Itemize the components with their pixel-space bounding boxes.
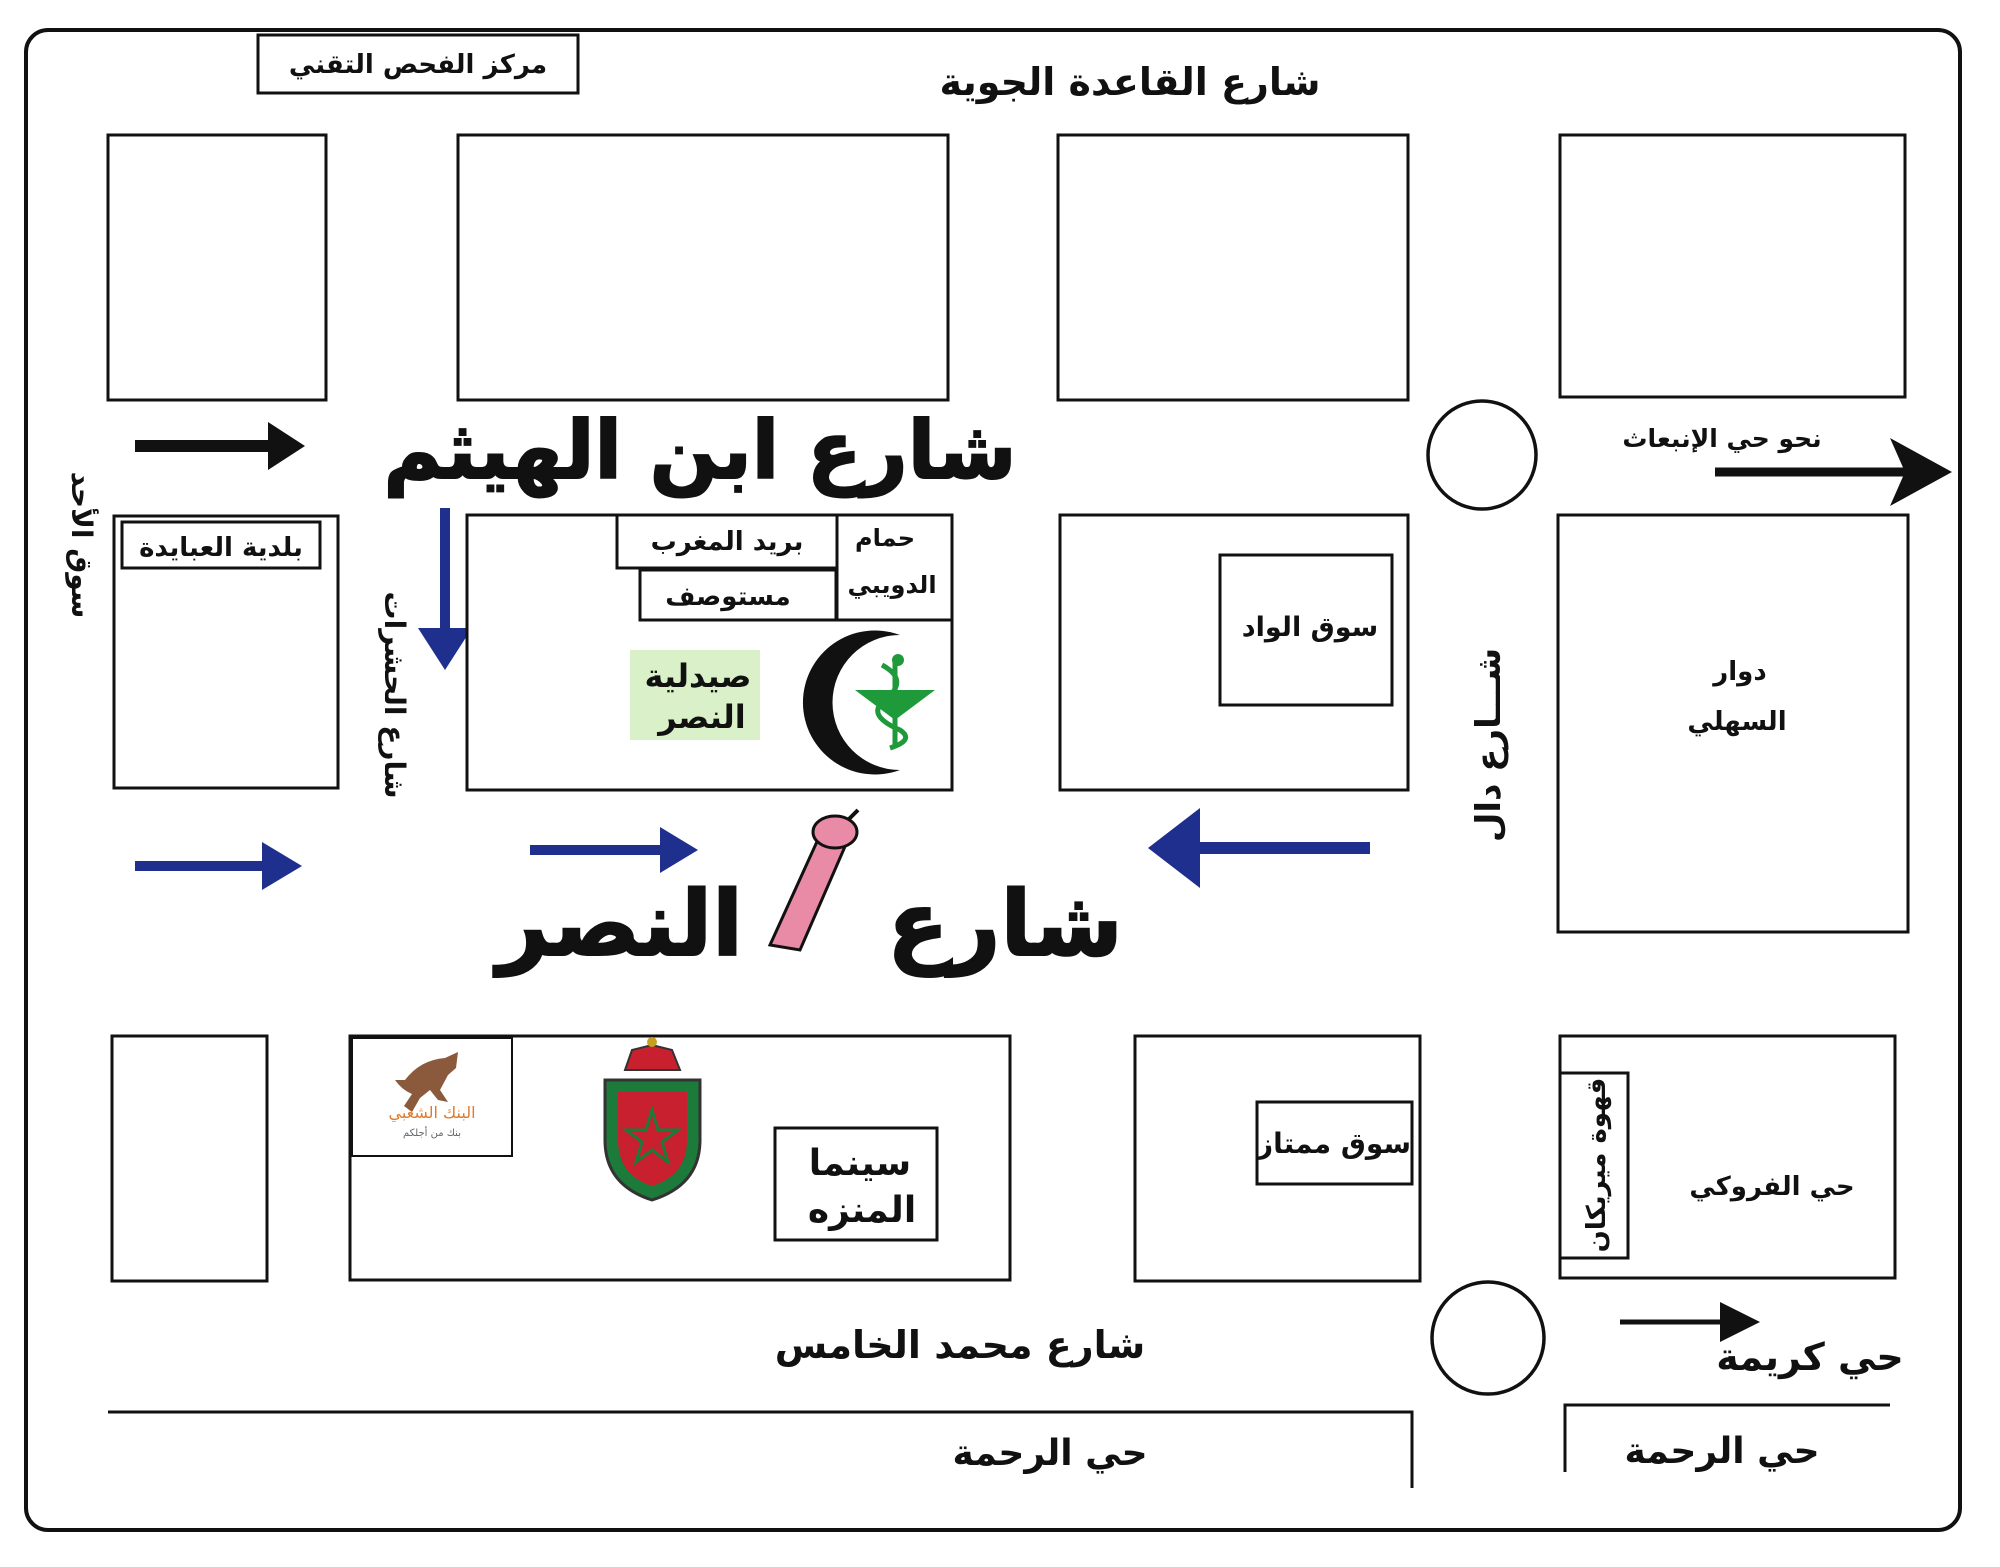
clinic-box: [638, 568, 838, 622]
pharmacy-label-1: صيدلية: [645, 657, 752, 695]
baladiya-label: بلدية العبايدة: [139, 533, 303, 563]
arrow-right-blue-1-icon: [135, 842, 302, 890]
arrow-right-karima-icon: [1620, 1302, 1760, 1342]
arrow-left-blue-icon: [1148, 808, 1370, 888]
hammam-label-1: حمام: [855, 524, 915, 552]
street-nasr-label-1: شارع: [887, 872, 1123, 977]
map-frame: [24, 28, 1962, 1532]
street-airbase-label: شارع القاعدة الجوية: [939, 60, 1320, 104]
block-top-4: [1558, 133, 1907, 399]
pharmacy-crescent-icon: [802, 630, 935, 775]
souk-wad-label: سوق الواد: [1242, 612, 1378, 643]
arrow-right-black-icon: [135, 422, 305, 470]
street-nasr-label-2: النصر: [493, 872, 743, 977]
rahma-label-1: حي الرحمة: [952, 1433, 1147, 1474]
hammam-box: [835, 513, 954, 622]
barid-label: بريد المغرب: [651, 527, 804, 557]
roundabout-top: [1426, 399, 1538, 511]
douar-label-2: السهلي: [1687, 707, 1786, 737]
block-top-1: [106, 133, 328, 402]
police-emblem-icon: [603, 1037, 702, 1202]
farouki-label: حي الفروكي: [1689, 1172, 1854, 1202]
cafe-box: [1558, 1071, 1630, 1260]
street-dal-label: شـــارع دال: [1469, 648, 1509, 842]
pharmacy-label-2: النصر: [656, 698, 745, 736]
baladiya-box: [120, 520, 322, 570]
rahma-boundary-left: [108, 1410, 1414, 1488]
pointing-hand-marker-icon: [767, 808, 860, 952]
bank-horse-logo: [395, 1052, 458, 1112]
cafe-label: قهوة ميريكان: [1582, 1078, 1612, 1253]
inspection-center-box: [256, 33, 580, 95]
cinema-box: [773, 1126, 939, 1242]
block-mid-4: [1556, 513, 1910, 934]
cinema-label-1: سينما: [809, 1143, 911, 1184]
souk-ahad-label: سوق الأحد: [65, 472, 99, 619]
cinema-label-2: المنزه: [808, 1190, 916, 1231]
block-top-2: [456, 133, 950, 402]
street-hachrat-label: شارع الحشرات: [378, 592, 411, 799]
bank-logo-box: [351, 1037, 513, 1157]
street-ibn-haytham-label: شارع ابن الهيثم: [384, 404, 1017, 498]
block-top-3: [1056, 133, 1410, 402]
street-mohammed-v-label: شارع محمد الخامس: [775, 1323, 1145, 1367]
inspection-center-label: مركز الفحص التقني: [289, 50, 547, 80]
arrow-right-inbiat-icon: [1715, 438, 1952, 506]
arrow-right-blue-2-icon: [530, 827, 698, 873]
rahma-label-2: حي الرحمة: [1624, 1431, 1819, 1472]
hammam-label-2: الدويبي: [847, 571, 936, 599]
arrow-down-blue-icon: [418, 508, 472, 670]
clinic-label: مستوصف: [665, 582, 791, 612]
rahma-boundary-right: [1563, 1403, 1890, 1472]
karima-label: حي كريمة: [1716, 1335, 1904, 1379]
douar-label-1: دوار: [1711, 657, 1766, 687]
souk-mtaz-box: [1255, 1100, 1414, 1186]
bank-name-label: البنك الشعبي: [388, 1103, 475, 1123]
roundabout-bottom: [1430, 1280, 1546, 1396]
pharmacy-label-highlight: [630, 650, 760, 740]
block-bot-1: [110, 1034, 269, 1283]
bank-tagline-label: بنك من أجلكم: [403, 1126, 461, 1139]
to-inbiat-label: نحو حي الإنبعاث: [1622, 424, 1821, 454]
souk-wad-box: [1218, 553, 1394, 707]
souk-mtaz-label: سوق ممتاز: [1255, 1127, 1411, 1160]
